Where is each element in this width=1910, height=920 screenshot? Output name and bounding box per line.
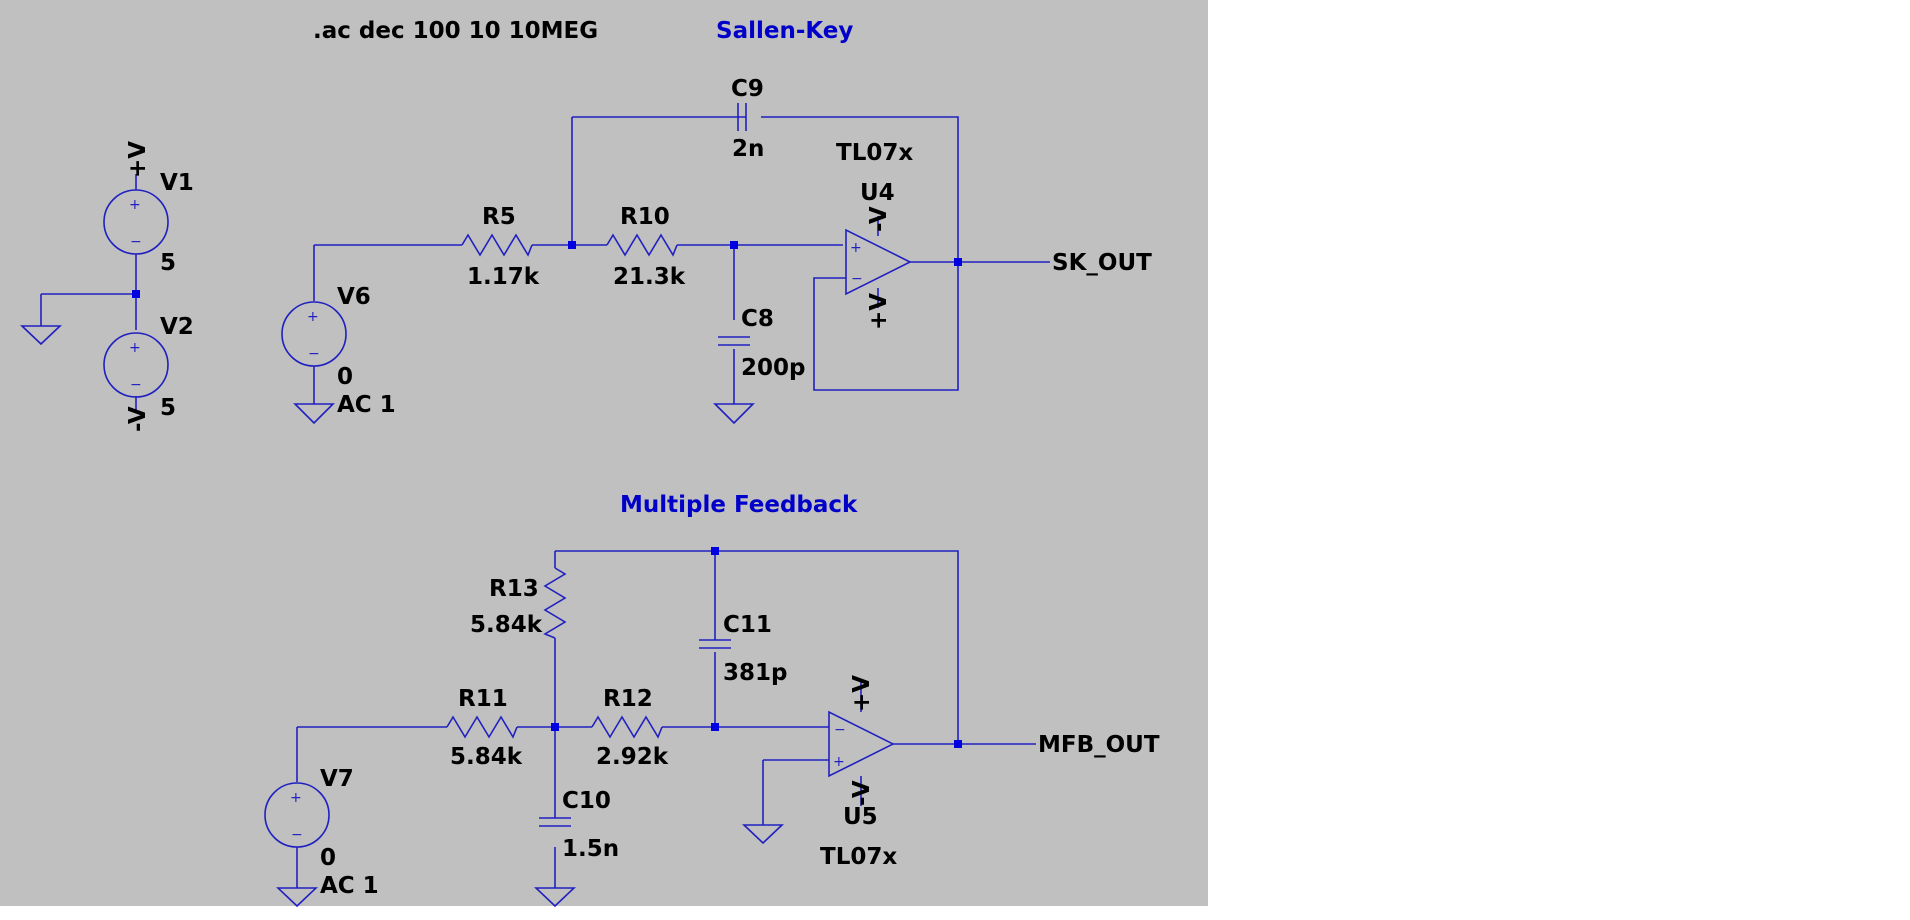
v1-net-label: +V bbox=[125, 141, 151, 178]
svg-text:+: + bbox=[129, 340, 141, 356]
svg-text:+: + bbox=[307, 309, 319, 325]
v6-value: 0 bbox=[337, 364, 353, 390]
u5-model: TL07x bbox=[820, 844, 897, 870]
resistor-r11[interactable] bbox=[446, 715, 518, 739]
junction-dot bbox=[954, 258, 962, 266]
voltage-source-v7[interactable]: + − bbox=[264, 782, 330, 848]
junction-dot bbox=[730, 241, 738, 249]
junction-dot bbox=[711, 723, 719, 731]
c10-name: C10 bbox=[562, 788, 611, 814]
u5-name: U5 bbox=[843, 804, 878, 830]
c8-name: C8 bbox=[741, 306, 774, 332]
c10-value: 1.5n bbox=[562, 836, 619, 862]
v6-ac: AC 1 bbox=[337, 392, 396, 418]
v7-name: V7 bbox=[320, 766, 354, 792]
capacitor-c8[interactable] bbox=[718, 336, 750, 346]
svg-text:−: − bbox=[291, 827, 303, 843]
ground-symbol bbox=[713, 403, 755, 425]
svg-text:−: − bbox=[308, 346, 320, 362]
mfb-wires bbox=[296, 550, 1036, 888]
ground-symbol bbox=[533, 887, 577, 908]
junction-dot bbox=[551, 723, 559, 731]
spice-directive[interactable]: .ac dec 100 10 10MEG bbox=[313, 18, 598, 44]
v1-name: V1 bbox=[160, 170, 194, 196]
c9-name: C9 bbox=[731, 76, 764, 102]
r13-name: R13 bbox=[489, 576, 539, 602]
r10-name: R10 bbox=[620, 204, 670, 230]
v2-net-label: -V bbox=[125, 406, 151, 432]
ground-symbol bbox=[275, 887, 319, 908]
r13-value: 5.84k bbox=[470, 612, 543, 638]
supply-wires bbox=[40, 174, 137, 412]
voltage-source-v2[interactable]: + − bbox=[103, 332, 169, 398]
u4-vneg-label: -V bbox=[866, 206, 892, 232]
resistor-r12[interactable] bbox=[591, 715, 663, 739]
svg-text:−: − bbox=[851, 271, 863, 287]
v2-name: V2 bbox=[160, 314, 194, 340]
r12-name: R12 bbox=[603, 686, 653, 712]
mfb-output-label[interactable]: MFB_OUT bbox=[1038, 732, 1160, 758]
capacitor-c11[interactable] bbox=[699, 639, 731, 649]
r12-value: 2.92k bbox=[596, 744, 669, 770]
junction-dot bbox=[954, 740, 962, 748]
u5-vpos-label: +V bbox=[849, 675, 875, 712]
v7-ac: AC 1 bbox=[320, 873, 379, 899]
v1-value: 5 bbox=[160, 250, 176, 276]
ground-symbol bbox=[19, 325, 63, 346]
v7-value: 0 bbox=[320, 845, 336, 871]
u5-vneg-label: -V bbox=[849, 780, 875, 806]
svg-text:+: + bbox=[129, 197, 141, 213]
svg-text:−: − bbox=[834, 722, 846, 738]
c11-value: 381p bbox=[723, 660, 787, 686]
ground-symbol bbox=[293, 403, 335, 425]
r5-value: 1.17k bbox=[467, 264, 540, 290]
capacitor-c10[interactable] bbox=[539, 817, 571, 827]
r10-value: 21.3k bbox=[613, 264, 686, 290]
schematic-background bbox=[0, 0, 1208, 906]
u4-name: U4 bbox=[860, 180, 895, 206]
svg-text:−: − bbox=[130, 377, 142, 393]
sallen-key-title[interactable]: Sallen-Key bbox=[716, 18, 853, 44]
voltage-source-v6[interactable]: + − bbox=[281, 301, 347, 367]
opamp-u4[interactable]: + − bbox=[845, 228, 912, 296]
r11-value: 5.84k bbox=[450, 744, 523, 770]
mfb-title[interactable]: Multiple Feedback bbox=[620, 492, 858, 518]
junction-dot bbox=[711, 547, 719, 555]
c9-value: 2n bbox=[732, 136, 764, 162]
resistor-r13[interactable] bbox=[543, 567, 567, 639]
junction-dot bbox=[568, 241, 576, 249]
resistor-r10[interactable] bbox=[606, 233, 678, 257]
c8-value: 200p bbox=[741, 355, 805, 381]
capacitor-c9[interactable] bbox=[737, 103, 747, 131]
u4-model: TL07x bbox=[836, 140, 913, 166]
svg-text:−: − bbox=[130, 234, 142, 250]
svg-text:+: + bbox=[833, 754, 845, 770]
v2-value: 5 bbox=[160, 395, 176, 421]
resistor-r5[interactable] bbox=[461, 233, 533, 257]
svg-text:+: + bbox=[850, 240, 862, 256]
voltage-source-v1[interactable]: + − bbox=[103, 189, 169, 255]
u4-vpos-label: +V bbox=[866, 293, 892, 330]
junction-dot bbox=[132, 290, 140, 298]
svg-text:+: + bbox=[290, 790, 302, 806]
opamp-u5[interactable]: − + bbox=[828, 710, 895, 778]
sk-output-label[interactable]: SK_OUT bbox=[1052, 250, 1152, 276]
c11-name: C11 bbox=[723, 612, 772, 638]
v6-name: V6 bbox=[337, 284, 371, 310]
ground-symbol bbox=[741, 824, 785, 845]
r5-name: R5 bbox=[482, 204, 516, 230]
r11-name: R11 bbox=[458, 686, 508, 712]
